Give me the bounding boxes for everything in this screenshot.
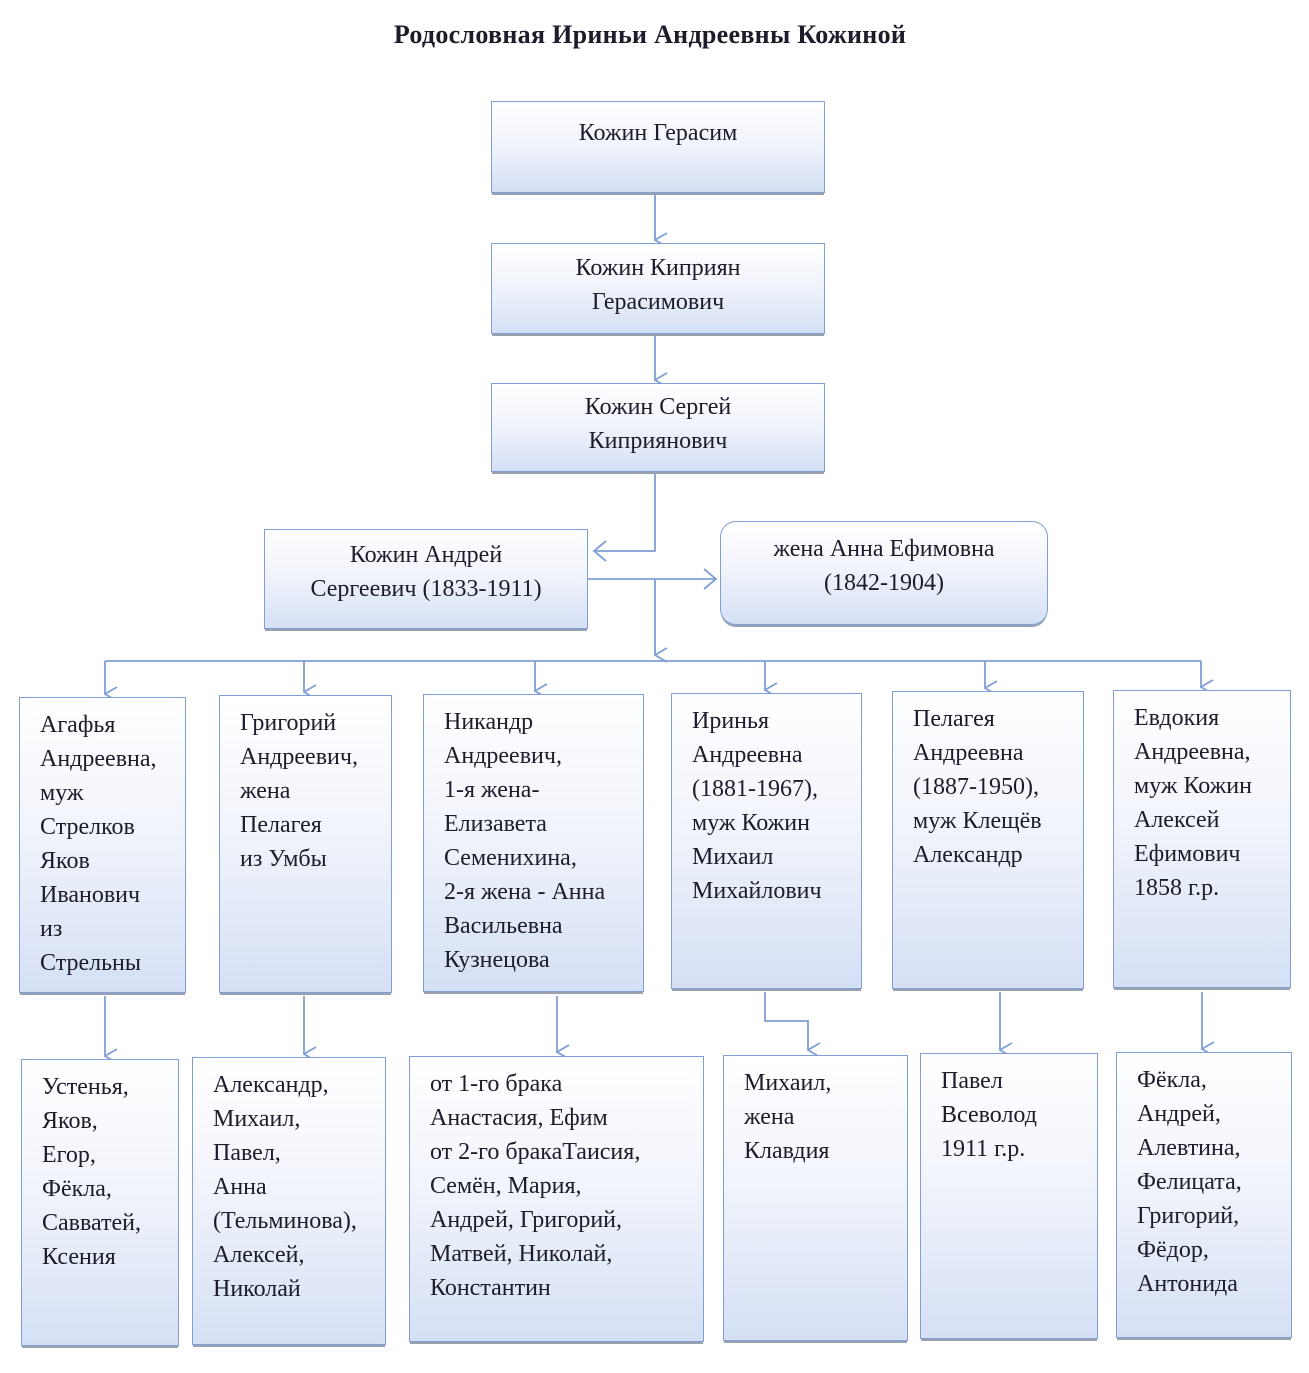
descendants-grigoriy: Александр, Михаил, Павел, Анна (Тельмино…: [192, 1057, 386, 1345]
child-irinya: Иринья Андреевна (1881-1967), муж Кожин …: [671, 693, 862, 989]
child-text: Иринья Андреевна (1881-1967), муж Кожин …: [692, 708, 822, 904]
node-name: Кожин Герасим: [578, 120, 738, 146]
child-evdokiya: Евдокия Андреевна, муж Кожин Алексей Ефи…: [1113, 690, 1291, 988]
arrow-irinya-to-mikhail: [764, 992, 808, 1050]
descendants-text: Михаил, жена Клавдия: [744, 1070, 832, 1164]
child-nikandr: Никандр Андреевич, 1-я жена- Елизавета С…: [423, 694, 644, 992]
descendants-agafya: Устенья, Яков, Егор, Фёкла, Савватей, Кс…: [21, 1059, 179, 1346]
node-andrey: Кожин Андрей Сергеевич (1833-1911): [264, 529, 588, 629]
node-name: жена Анна Ефимовна (1842-1904): [773, 536, 995, 596]
node-name: Кожин Киприян Герасимович: [575, 254, 741, 315]
descendants-pelageya: Павел Всеволод 1911 г.р.: [920, 1053, 1098, 1339]
node-name: Кожин Сергей Киприянович: [584, 393, 732, 454]
descendants-irinya: Михаил, жена Клавдия: [723, 1055, 908, 1341]
descendants-evdokiya: Фёкла, Андрей, Алевтина, Фелицата, Григо…: [1116, 1052, 1292, 1338]
node-name: Кожин Андрей Сергеевич (1833-1911): [310, 542, 542, 602]
node-gerasim: Кожин Герасим: [491, 101, 825, 193]
descendants-text: Фёкла, Андрей, Алевтина, Фелицата, Григо…: [1137, 1067, 1242, 1297]
arrow-sergey-to-andrey: [594, 472, 656, 552]
node-kipriyan: Кожин Киприян Герасимович: [491, 243, 825, 334]
node-anna-wife: жена Анна Ефимовна (1842-1904): [720, 521, 1048, 625]
descendants-text: Павел Всеволод 1911 г.р.: [941, 1068, 1037, 1162]
descendants-text: от 1-го брака Анастасия, Ефим от 2-го бр…: [430, 1071, 641, 1301]
child-text: Агафья Андреевна, муж Стрелков Яков Иван…: [40, 712, 157, 976]
descendants-nikandr: от 1-го брака Анастасия, Ефим от 2-го бр…: [409, 1056, 704, 1342]
node-sergey: Кожин Сергей Киприянович: [491, 383, 825, 472]
child-agafya: Агафья Андреевна, муж Стрелков Яков Иван…: [19, 697, 186, 993]
child-text: Григорий Андреевич, жена Пелагея из Умбы: [240, 710, 358, 872]
child-grigoriy: Григорий Андреевич, жена Пелагея из Умбы: [219, 695, 392, 993]
descendants-text: Устенья, Яков, Егор, Фёкла, Савватей, Кс…: [42, 1074, 142, 1270]
child-pelageya: Пелагея Андреевна (1887-1950), муж Клещё…: [892, 691, 1084, 989]
child-text: Пелагея Андреевна (1887-1950), муж Клещё…: [913, 706, 1042, 868]
diagram-title: Родословная Ириньи Андреевны Кожиной: [393, 20, 907, 49]
descendants-text: Александр, Михаил, Павел, Анна (Тельмино…: [213, 1072, 357, 1302]
child-text: Евдокия Андреевна, муж Кожин Алексей Ефи…: [1134, 705, 1252, 901]
child-text: Никандр Андреевич, 1-я жена- Елизавета С…: [444, 709, 606, 973]
